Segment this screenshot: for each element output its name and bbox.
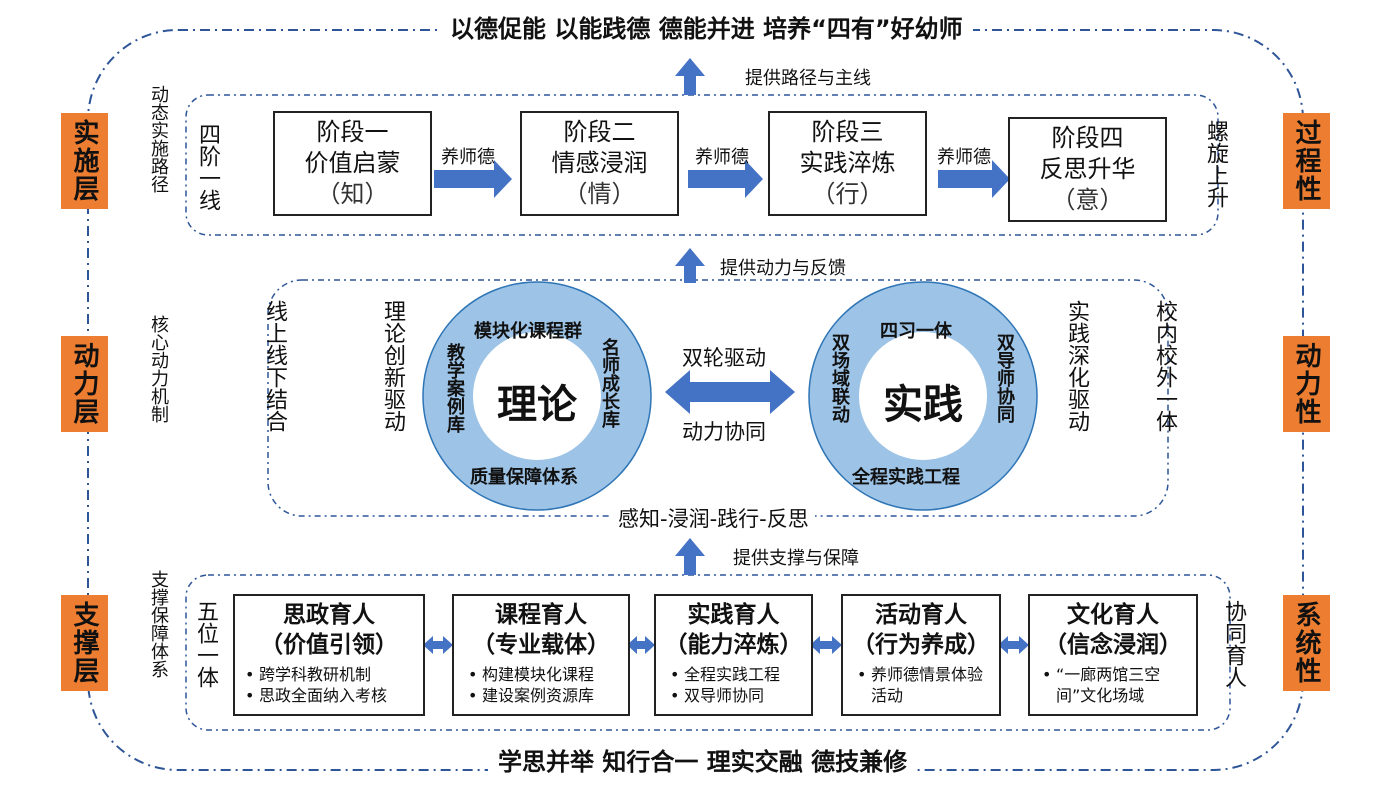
support-item-5-sub: （信念浸润）: [1044, 632, 1182, 658]
support-item-4: 活动育人 （行为养成） 养师德情景体验活动: [841, 594, 1001, 716]
stage-3-box: 阶段三 实践淬炼 （行）: [768, 111, 927, 216]
five-in-one-label: 五位一体: [193, 600, 218, 688]
support-item-4-sub: （行为养成）: [852, 632, 990, 658]
stage-3-desc: 实践淬炼: [799, 149, 896, 177]
support-item-3-bullet-2: 双导师协同: [670, 685, 811, 706]
support-item-1-sub: （价值引领）: [260, 632, 398, 658]
theory-top-text: 模块化课程群: [474, 321, 582, 342]
four-stages-one-line-label: 四阶一线: [195, 123, 220, 211]
support-item-5: 文化育人 （信念浸润） “一廊两馆三空间”文化场域: [1028, 594, 1198, 716]
school-inout-label: 校内校外一体: [1152, 300, 1177, 432]
arrow-label-3: 养师德: [937, 147, 991, 168]
support-item-2-sub: （专业载体）: [472, 632, 610, 658]
up-arrow-top: [675, 58, 705, 95]
support-item-3-sub: （能力淬炼）: [664, 632, 803, 658]
stage-1-box: 阶段一 价值启蒙 （知）: [273, 111, 432, 216]
support-item-3-title: 实践育人: [687, 602, 780, 628]
support-item-4-bullet-1: 养师德情景体验活动: [857, 664, 985, 706]
stage-4-desc: 反思升华: [1039, 155, 1136, 183]
bottom-title: 学思并举 知行合一 理实交融 德技兼修: [488, 745, 918, 779]
power-synergy-label: 动力协同: [682, 420, 766, 444]
stage-1-name: 阶段一: [316, 118, 389, 146]
prop-systemic: 系统性: [1283, 595, 1330, 691]
collaborative-label: 协同育人: [1221, 600, 1246, 688]
support-arrow-1: [423, 636, 453, 654]
cycle-label: 感知-浸润-践行-反思: [612, 503, 815, 533]
support-item-2-bullet-1: 构建模块化课程: [468, 664, 628, 685]
support-item-2: 课程育人 （专业载体） 构建模块化课程 建设案例资源库: [452, 594, 630, 716]
support-item-3-bullet-1: 全程实践工程: [670, 664, 811, 685]
arrow-label-1: 养师德: [441, 147, 495, 168]
support-item-1-title: 思政育人: [283, 602, 375, 628]
stage-1-desc: 价值启蒙: [304, 149, 401, 177]
stage-3-char: （行）: [811, 180, 884, 208]
practice-top-text: 四习一体: [880, 321, 952, 342]
stage-1-char: （知）: [316, 180, 389, 208]
stage-arrow-1: [434, 160, 512, 198]
stage-arrows: [434, 160, 1010, 198]
path-main-line-label: 提供路径与主线: [745, 68, 871, 89]
stage-4-name: 阶段四: [1051, 124, 1124, 152]
support-side-label: 支撑保障体系: [148, 570, 169, 678]
spiral-rise-label: 螺旋上升: [1203, 120, 1228, 208]
support-item-3: 实践育人 （能力淬炼） 全程实践工程 双导师协同: [654, 594, 813, 716]
up-arrow-bottom: [675, 538, 705, 575]
theory-core-circle: [473, 332, 601, 460]
stage-4-box: 阶段四 反思升华 （意）: [1008, 117, 1167, 222]
practice-bottom-text: 全程实践工程: [852, 467, 960, 488]
support-item-1-bullet-2: 思政全面纳入考核: [245, 685, 423, 706]
practice-core-circle: [859, 332, 987, 460]
support-guarantee-label: 提供支撑与保障: [733, 548, 859, 569]
power-feedback-label: 提供动力与反馈: [720, 258, 846, 279]
stage-2-box: 阶段二 情感浸润 （情）: [520, 111, 679, 216]
support-item-2-title: 课程育人: [495, 602, 587, 628]
support-item-1: 思政育人 （价值引领） 跨学科教研机制 思政全面纳入考核: [233, 594, 425, 716]
layer-support: 支撑层: [61, 595, 108, 691]
practice-right-text: 双导师协同: [994, 333, 1015, 423]
theory-right-text: 名师成长库: [599, 338, 620, 428]
stage-3-name: 阶段三: [811, 118, 884, 146]
theory-core-text: 理论: [497, 382, 577, 428]
practice-deepen-label: 实践深化驱动: [1064, 300, 1089, 432]
support-arrow-4: [998, 636, 1029, 654]
layer-implementation: 实施层: [61, 113, 108, 209]
up-arrows: [675, 58, 705, 575]
implementation-side-label: 动态实施路径: [148, 85, 169, 193]
support-arrows: [423, 636, 1029, 654]
stage-2-char: （情）: [563, 180, 636, 208]
practice-core-text: 实践: [883, 382, 963, 428]
support-frame: [185, 574, 1231, 731]
theory-left-text: 教学案例库: [444, 343, 465, 433]
stage-2-desc: 情感浸润: [551, 149, 648, 177]
dual-wheel-label: 双轮驱动: [682, 346, 766, 370]
support-item-5-title: 文化育人: [1067, 602, 1159, 628]
layer-power: 动力层: [61, 336, 108, 432]
top-title: 以德促能 以能践德 德能并进 培养“四有”好幼师: [440, 14, 973, 44]
arrow-label-2: 养师德: [695, 147, 749, 168]
support-item-4-title: 活动育人: [875, 602, 967, 628]
up-arrow-mid: [675, 248, 705, 283]
support-item-2-bullet-2: 建设案例资源库: [468, 685, 628, 706]
prop-dynamic: 动力性: [1283, 336, 1330, 432]
theory-innovation-label: 理论创新驱动: [380, 300, 405, 432]
stage-arrow-2: [688, 160, 763, 198]
power-side-label: 核心动力机制: [148, 315, 169, 423]
stage-4-char: （意）: [1051, 186, 1124, 214]
support-item-5-bullet-1: “一廊两馆三空间”文化场域: [1042, 664, 1184, 706]
online-offline-label: 线上线下结合: [262, 300, 287, 432]
stage-arrow-3: [938, 160, 1010, 198]
support-arrow-3: [810, 636, 842, 654]
support-item-1-bullet-1: 跨学科教研机制: [245, 664, 423, 685]
stage-2-name: 阶段二: [563, 118, 636, 146]
practice-left-text: 双场域联动: [829, 333, 850, 423]
support-arrow-2: [627, 636, 655, 654]
theory-bottom-text: 质量保障体系: [470, 467, 578, 488]
prop-process: 过程性: [1283, 113, 1330, 209]
dual-wheel-arrow: [665, 370, 795, 414]
